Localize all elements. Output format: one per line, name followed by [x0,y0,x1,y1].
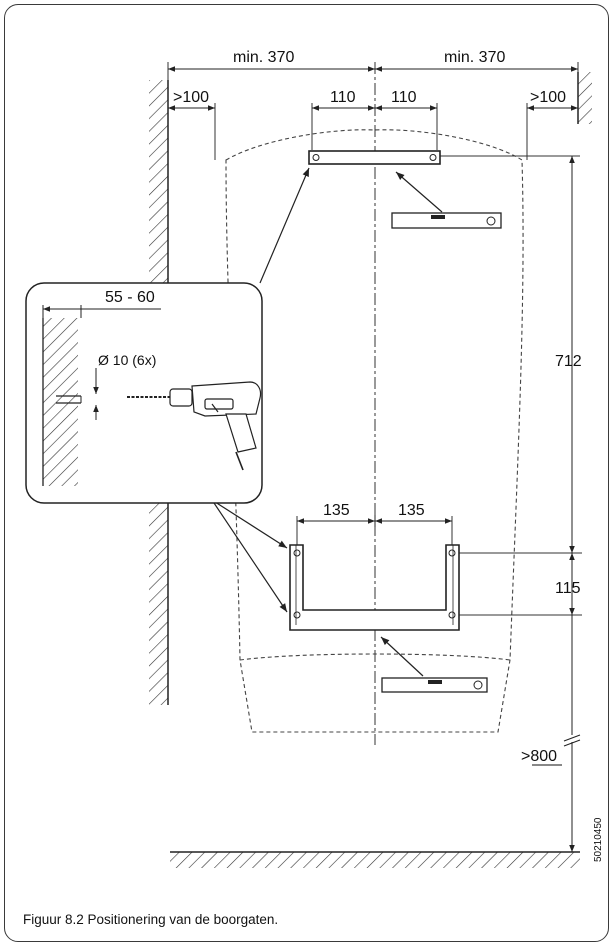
drilling-detail-inset [25,282,263,504]
spirit-level-bottom [381,677,488,693]
right-wall [577,72,592,124]
drawing-code: 50210450 [593,817,604,862]
detail-depth-label: 55 - 60 [105,289,155,306]
dim-gap-right: >100 [530,89,566,106]
dim-top-half-right: 110 [391,89,417,106]
dim-top-half-left: 110 [330,89,356,106]
dim-bottom-half-left: 135 [323,502,350,519]
extension-lines [167,62,582,616]
detail-drill-label: Ø 10 (6x) [98,352,156,368]
spirit-level-top [391,212,502,229]
dimension-lines [168,66,581,852]
dim-min-right: min. 370 [444,49,505,66]
pointer-arrows [211,167,443,677]
dim-gap-left: >100 [173,89,209,106]
dim-floor-gap: >800 [521,748,557,765]
top-mounting-bracket [308,150,441,165]
dim-vertical-115: 115 [555,580,581,597]
figure-caption: Figuur 8.2 Positionering van de boorgate… [23,912,279,927]
bottom-mounting-bracket [289,544,460,631]
floor [170,851,580,868]
drill-illustration [127,381,262,471]
dim-bottom-half-right: 135 [398,502,425,519]
dim-min-left: min. 370 [233,49,294,66]
figure-frame [4,4,609,942]
dim-vertical-712: 712 [555,353,582,370]
